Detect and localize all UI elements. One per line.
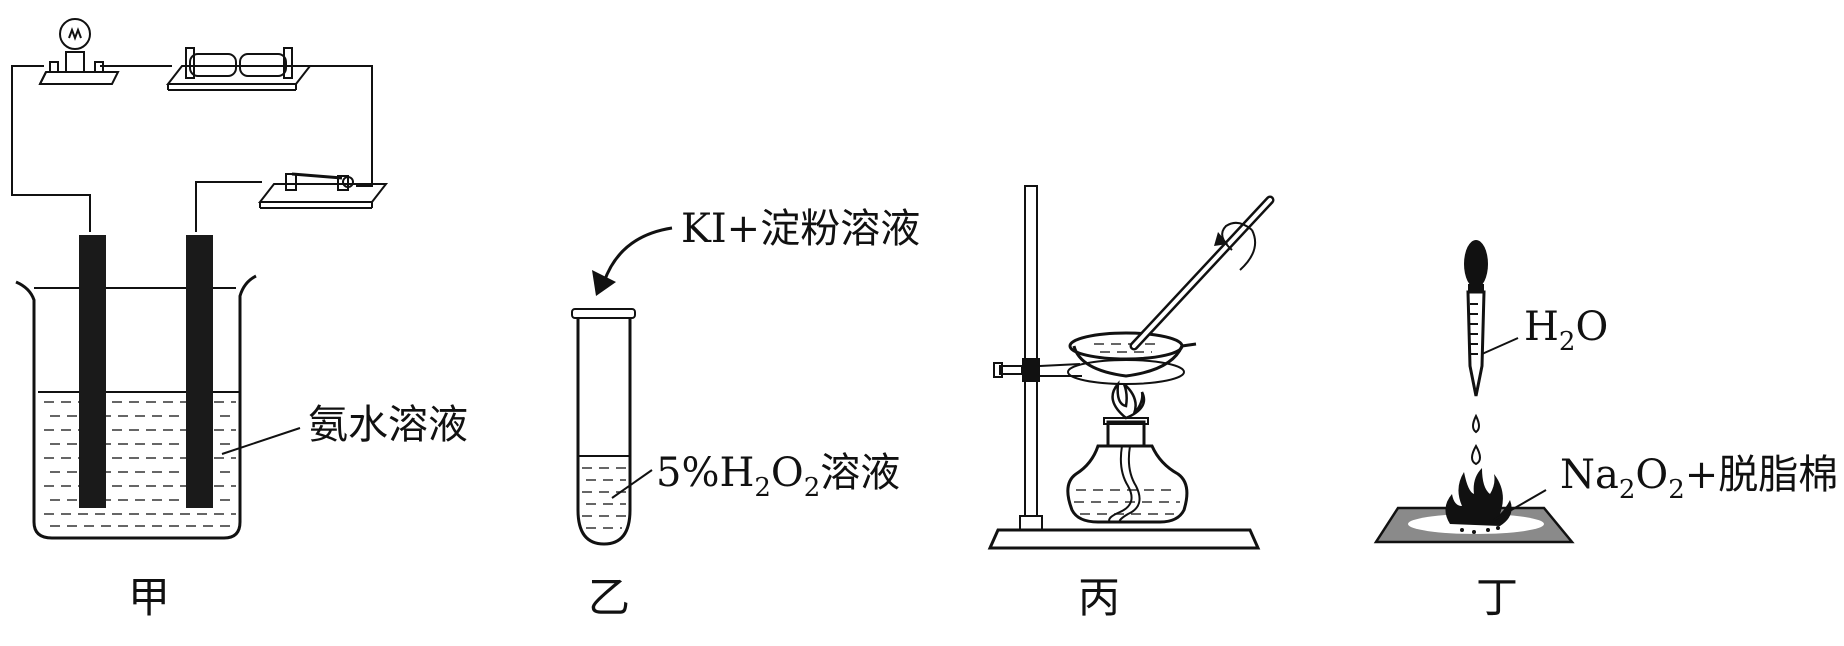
drop-icon-2: [1471, 443, 1481, 466]
leader-yi: [611, 469, 653, 499]
switch-icon: [257, 172, 389, 209]
solution-hatch: [582, 467, 626, 529]
label-h2o: H2O: [1524, 304, 1608, 357]
apparatus-ding: H2O Na2O2+脱脂棉 丁: [1373, 240, 1838, 622]
leader-h2o: [1481, 337, 1519, 355]
electrode-right: [186, 235, 213, 508]
fire-icon: [1445, 468, 1512, 526]
apparatus-bing: 丙: [987, 185, 1275, 622]
label-ammonia: 氨水溶液: [308, 402, 468, 448]
clamp-icon: [993, 358, 1082, 382]
apparatus-yi: KI+淀粉溶液 5%H2O2溶液 乙: [571, 206, 920, 622]
flame-icon: [1111, 380, 1146, 420]
test-tube-icon: [571, 308, 636, 546]
label-na2o2: Na2O2+脱脂棉: [1560, 452, 1838, 505]
dropper-icon: [1464, 240, 1488, 397]
label-ki-starch: KI+淀粉溶液: [681, 206, 920, 252]
glass-rod-icon: [1129, 195, 1275, 351]
stand-rod: [1024, 185, 1038, 517]
caption-jia: 甲: [128, 573, 170, 622]
bulb-icon: [38, 18, 120, 85]
apparatus-jia: 氨水溶液 甲: [11, 18, 468, 622]
caption-yi: 乙: [588, 573, 630, 622]
circuit-wires: [11, 65, 373, 232]
leader-na2o2: [1493, 489, 1547, 521]
battery-icon: [165, 47, 313, 91]
label-h2o2: 5%H2O2溶液: [656, 450, 900, 503]
electrode-left: [79, 235, 106, 508]
caption-ding: 丁: [1476, 573, 1518, 622]
leader-jia: [221, 427, 301, 455]
drop-icon: [1472, 413, 1480, 434]
caption-bing: 丙: [1078, 573, 1120, 622]
evaporating-dish-icon: [1068, 331, 1197, 378]
arrow-icon: [592, 226, 673, 296]
alcohol-lamp-icon: [1066, 417, 1189, 524]
beaker-icon: [15, 274, 257, 540]
